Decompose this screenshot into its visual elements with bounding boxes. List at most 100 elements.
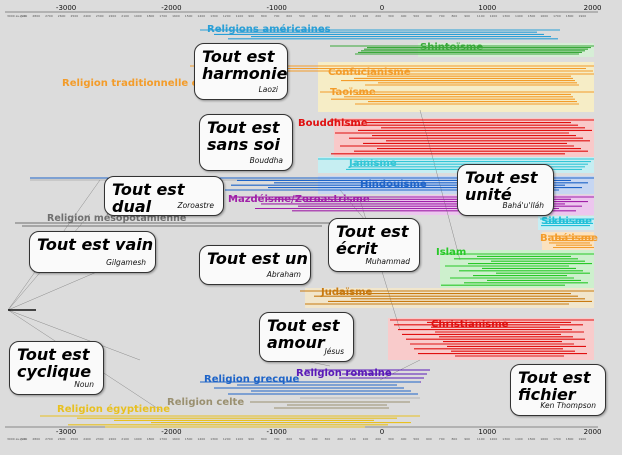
axis-major-label: -2000 xyxy=(161,4,182,12)
axis-minor-label: 600 xyxy=(426,437,432,441)
axis-minor-label: 1200 xyxy=(489,14,498,18)
axis-minor-label: 1100 xyxy=(476,14,485,18)
religion-band xyxy=(305,288,594,308)
card-quote-line1: Tout est xyxy=(17,345,90,364)
card-author: Zoroastre xyxy=(177,201,214,210)
religion-label-hindouisme: Hindouisme xyxy=(360,179,427,190)
card-quote-line2: unité xyxy=(465,185,512,204)
axis-minor-label: 2200 xyxy=(108,14,117,18)
card-quote-line1: Tout est xyxy=(465,168,538,187)
axis-minor-label: 900 xyxy=(248,437,255,441)
axis-minor-label: 3000 av. J.-C. xyxy=(7,14,27,18)
card-author: Gilgamesh xyxy=(106,258,146,267)
axis-minor-label: 300 xyxy=(388,14,394,18)
religion-label-mesopotamienne: Religion mésopotamienne xyxy=(47,213,187,224)
axis-minor-label: 1300 xyxy=(210,14,218,18)
card-quote-line1: Tout est xyxy=(267,316,340,335)
axis-minor-label: 700 xyxy=(438,437,445,441)
axis-minor-label: 1400 xyxy=(515,14,523,18)
card-quote-line1: Tout est xyxy=(207,118,280,137)
axis-minor-label: 2100 xyxy=(121,437,129,441)
religion-label-egyptienne: Religion égyptienne xyxy=(57,404,171,415)
card-author: Abraham xyxy=(266,270,301,279)
religion-label-grecque: Religion grecque xyxy=(204,374,300,385)
axis-minor-label: 2700 xyxy=(45,14,53,18)
axis-minor-label: 1600 xyxy=(540,14,549,18)
axis-minor-label: 1100 xyxy=(235,14,244,18)
axis-minor-label: 1800 xyxy=(146,437,155,441)
axis-major-label: 2000 xyxy=(583,4,602,12)
axis-minor-label: 1500 xyxy=(527,14,536,18)
card-quote-line1: Tout est xyxy=(202,47,275,66)
religion-label-bouddhisme: Bouddhisme xyxy=(298,118,368,129)
card-quote-line1: Tout est un xyxy=(207,249,308,268)
axis-minor-label: 2300 xyxy=(95,437,104,441)
axis-minor-label: 200 xyxy=(337,14,343,18)
card-quote-line2: amour xyxy=(267,333,325,352)
religion-label-sikhisme: Sikhisme xyxy=(541,216,592,227)
card-author: Noun xyxy=(74,380,94,389)
axis-minor-label: 1100 xyxy=(476,437,485,441)
axis-minor-label: 1600 xyxy=(172,14,180,18)
religion-label-islam: Islam xyxy=(436,247,467,258)
religion-label-shinto: Shintoïsme xyxy=(420,42,484,53)
religion-label-chinoise: Religion traditionnelle chinoise xyxy=(62,78,239,89)
axis-minor-label: 1100 xyxy=(235,437,244,441)
axis-minor-label: 400 xyxy=(311,14,318,18)
card-author: Bouddha xyxy=(249,156,283,165)
card-quote-line2: écrit xyxy=(336,239,378,258)
religion-label-romaine: Religion romaine xyxy=(296,368,392,379)
card-quote: Tout est dual xyxy=(112,181,223,215)
axis-minor-label: 300 xyxy=(324,14,331,18)
religion-label-judaisme: Judaïsme xyxy=(321,287,373,298)
axis-minor-label: 1600 xyxy=(172,437,180,441)
axis-minor-label: 2900 xyxy=(19,437,28,441)
card-quote-line2: fichier xyxy=(518,385,576,404)
axis-minor-label: 300 xyxy=(324,437,331,441)
axis-minor-label: 2100 xyxy=(121,14,129,18)
religion-label-taoisme: Taoïsme xyxy=(330,87,376,98)
axis-minor-label: 1600 xyxy=(540,437,549,441)
axis-minor-label: 2400 xyxy=(83,14,91,18)
card-author: Ken Thompson xyxy=(540,401,596,410)
axis-minor-label: 600 xyxy=(426,14,432,18)
axis-major-label: 1000 xyxy=(478,4,497,12)
axis-minor-label: 100 xyxy=(362,437,369,441)
axis-minor-label: 100 xyxy=(349,14,356,18)
axis-minor-label: 1400 xyxy=(515,437,523,441)
axis-minor-label: 1700 xyxy=(553,14,561,18)
axis-minor-label: 300 xyxy=(388,437,394,441)
axis-minor-label: 1200 xyxy=(222,14,231,18)
axis-minor-label: 800 xyxy=(261,437,267,441)
axis-minor-label: 1300 xyxy=(210,437,218,441)
axis-minor-label: 1700 xyxy=(159,14,168,18)
axis-minor-label: 400 xyxy=(400,14,407,18)
axis-minor-label: 700 xyxy=(273,14,280,18)
axis-minor-label: 1300 xyxy=(502,437,510,441)
axis-minor-label: 500 xyxy=(299,437,305,441)
axis-minor-label: 1900 xyxy=(578,437,587,441)
axis-minor-label: 1800 xyxy=(565,14,574,18)
axis-minor-label: 100 xyxy=(349,437,356,441)
axis-minor-label: 800 xyxy=(261,14,267,18)
card-quote-line2: cyclique xyxy=(17,362,92,381)
axis-minor-label: 800 xyxy=(451,437,458,441)
axis-minor-label: 1500 xyxy=(184,437,193,441)
axis-minor-label: 2500 xyxy=(70,14,79,18)
axis-minor-label: 900 xyxy=(464,437,470,441)
religion-label-bahaisme: Bahá'isme xyxy=(540,233,598,244)
axis-major-label: -3000 xyxy=(55,428,77,436)
axis-minor-label: 700 xyxy=(273,437,280,441)
axis-minor-label: 1900 xyxy=(578,14,587,18)
